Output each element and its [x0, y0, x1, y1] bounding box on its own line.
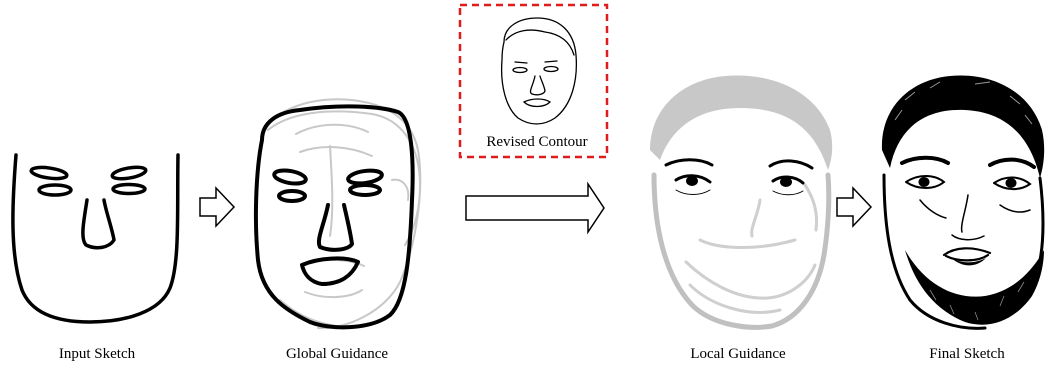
caption-local-guidance: Local Guidance — [690, 346, 786, 362]
input-sketch-drawing — [11, 153, 180, 324]
caption-final-sketch: Final Sketch — [929, 346, 1005, 362]
revised-contour-box — [458, 3, 609, 159]
arrow-global-to-local — [465, 181, 605, 235]
final-sketch-drawing — [881, 75, 1045, 330]
arrow-input-to-global — [199, 186, 236, 228]
global-guidance-drawing — [253, 98, 422, 330]
caption-global-guidance: Global Guidance — [286, 346, 388, 362]
local-guidance-drawing — [650, 75, 833, 330]
arrow-local-to-final — [836, 186, 873, 228]
revised-contour-label: Revised Contour — [486, 134, 587, 150]
caption-input-sketch: Input Sketch — [59, 346, 136, 362]
